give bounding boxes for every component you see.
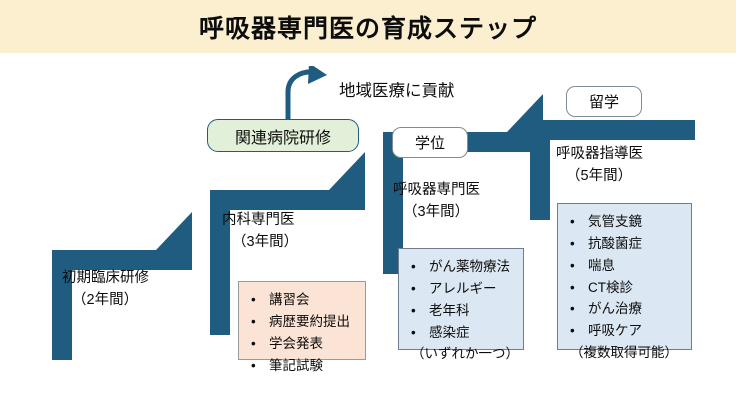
list-item: •呼吸ケア <box>566 320 685 342</box>
step-1-shape <box>52 250 192 360</box>
list-item: •気管支鏡 <box>566 211 685 233</box>
step-2-arrow-triangle <box>329 152 365 190</box>
bullet-icon: • <box>251 313 256 329</box>
list-item: •がん薬物療法 <box>407 256 517 278</box>
bullet-icon: • <box>251 335 256 351</box>
step-4-label: 呼吸器指導医 （5年間） <box>556 144 643 188</box>
list-item: •老年科 <box>407 300 517 322</box>
list-item: •アレルギー <box>407 278 517 300</box>
list-item: •CT検診 <box>566 277 685 299</box>
list-item: •感染症 <box>407 322 517 344</box>
step-1-riser <box>52 250 72 360</box>
step-4-detail-note: （複数取得可能） <box>570 345 678 361</box>
list-item: •筆記試験 <box>247 355 359 377</box>
list-item: •学会発表 <box>247 333 359 355</box>
step-1-label: 初期臨床研修 （2年間） <box>62 268 149 312</box>
bullet-icon: • <box>411 259 416 274</box>
step-2-duration: （3年間） <box>232 233 299 250</box>
list-item: •抗酸菌症 <box>566 233 685 255</box>
bullet-icon: • <box>570 235 575 251</box>
step-2-detail-box: •講習会 •病歴要約提出 •学会発表 •筆記試験 <box>238 281 366 373</box>
bullet-icon: • <box>570 323 575 339</box>
step-4-tread <box>530 120 695 140</box>
list-item: •がん治療 <box>566 298 685 320</box>
step-1-title: 初期臨床研修 <box>62 270 149 286</box>
step-3-duration: （3年間） <box>403 203 470 220</box>
bullet-icon: • <box>251 357 256 373</box>
page-title: 呼吸器専門医の育成ステップ <box>198 14 537 43</box>
step-4-detail-list: •気管支鏡 •抗酸菌症 •喘息 •CT検診 •がん治療 •呼吸ケア <box>566 211 685 342</box>
step-2-detail-list: •講習会 •病歴要約提出 •学会発表 •筆記試験 <box>247 289 359 376</box>
bullet-icon: • <box>251 292 256 307</box>
bullet-icon: • <box>411 280 416 296</box>
step-3-title: 呼吸器専門医 <box>393 182 480 198</box>
step-1-arrow-triangle <box>156 212 192 250</box>
step-2-shape <box>210 190 365 335</box>
step-2-title: 内科専門医 <box>222 212 295 228</box>
bullet-icon: • <box>570 279 575 295</box>
step-4-duration: （5年間） <box>566 167 633 184</box>
bullet-icon: • <box>411 302 416 318</box>
badge-degree-label: 学位 <box>414 135 445 152</box>
step-3-detail-list: •がん薬物療法 •アレルギー •老年科 •感染症 <box>407 256 517 343</box>
bullet-icon: • <box>411 324 416 340</box>
bullet-icon: • <box>570 301 575 317</box>
contribution-text: 地域医療に貢献 <box>339 82 455 100</box>
step-2-riser <box>210 190 230 335</box>
list-item: •喘息 <box>566 255 685 277</box>
badge-affiliated-hospital[interactable]: 関連病院研修 <box>207 119 359 152</box>
step-3-detail-box: •がん薬物療法 •アレルギー •老年科 •感染症 （いずれか一つ） <box>398 248 524 361</box>
list-item: •講習会 <box>247 289 359 311</box>
step-4-title: 呼吸器指導医 <box>556 146 643 162</box>
bullet-icon: • <box>570 257 575 273</box>
badge-study-abroad-label: 留学 <box>588 94 619 111</box>
step-2-tread <box>210 190 365 210</box>
step-4-riser <box>530 120 550 220</box>
step-2-label: 内科専門医 （3年間） <box>222 210 298 254</box>
badge-degree[interactable]: 学位 <box>392 127 468 158</box>
step-3-riser <box>383 132 403 274</box>
step-1-duration: （2年間） <box>72 291 139 308</box>
curved-arrow-icon <box>285 66 327 120</box>
step-3-label: 呼吸器専門医 （3年間） <box>393 180 480 224</box>
step-4-shape <box>530 120 695 220</box>
bullet-icon: • <box>570 214 575 229</box>
badge-study-abroad[interactable]: 留学 <box>566 86 642 117</box>
badge-affiliated-hospital-label: 関連病院研修 <box>234 129 331 147</box>
list-item: •病歴要約提出 <box>247 311 359 333</box>
step-4-detail-box: •気管支鏡 •抗酸菌症 •喘息 •CT検診 •がん治療 •呼吸ケア （複数取得可… <box>557 203 692 360</box>
step-1-tread <box>52 250 192 270</box>
step-3-detail-note: （いずれか一つ） <box>411 346 519 362</box>
title-banner: 呼吸器専門医の育成ステップ <box>0 0 736 53</box>
